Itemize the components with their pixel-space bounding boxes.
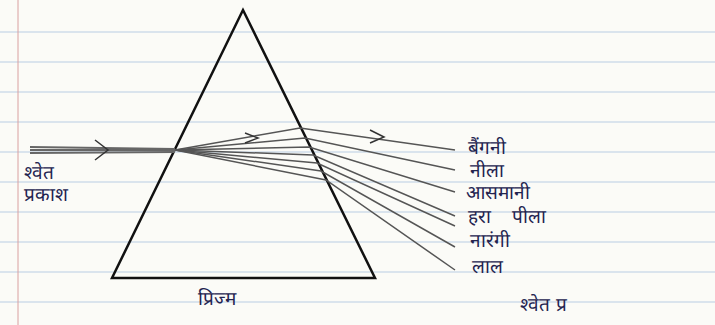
light-label: श्वेत प्रकाश (24, 162, 104, 206)
color-label: लाल (472, 256, 503, 278)
color-label: बैंगनी (468, 137, 506, 159)
color-label: आसमानी (466, 182, 530, 204)
color-label: पीला (512, 206, 546, 228)
color-label: नारंगी (470, 230, 510, 252)
color-label: हरा (468, 206, 491, 228)
prism-label: प्रिज्म (198, 288, 236, 310)
note-text: श्वेत प्र (520, 294, 567, 316)
color-label: नीला (470, 160, 504, 182)
